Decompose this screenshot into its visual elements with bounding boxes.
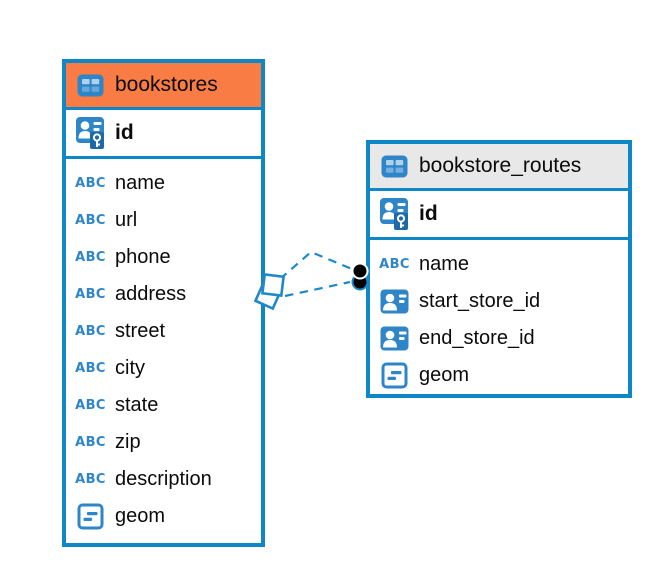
table-bookstore-routes[interactable]: bookstore_routes id ABC	[366, 140, 632, 398]
geometry-type-icon	[75, 503, 106, 530]
reference-type-icon	[379, 289, 410, 314]
table-name: bookstore_routes	[419, 154, 582, 177]
table-name: bookstores	[115, 73, 218, 96]
column-row[interactable]: start_store_id	[370, 283, 628, 320]
pk-row-id[interactable]: id	[66, 110, 261, 159]
column-row[interactable]: geom	[66, 498, 261, 535]
text-type-icon: ABC	[75, 213, 106, 228]
column-row[interactable]: ABC name	[370, 246, 628, 283]
column-name: description	[115, 468, 212, 490]
pk-row-id[interactable]: id	[370, 191, 628, 240]
text-type-icon: ABC	[75, 176, 106, 191]
column-name: city	[115, 357, 145, 379]
table-icon	[379, 155, 410, 178]
column-name: geom	[419, 364, 470, 386]
text-type-icon: ABC	[379, 257, 410, 272]
relationship-dot-marker	[351, 262, 369, 280]
pk-name: id	[115, 121, 134, 144]
text-type-icon: ABC	[75, 287, 106, 302]
column-name: end_store_id	[419, 327, 535, 349]
column-name: name	[115, 172, 166, 194]
column-name: geom	[115, 505, 166, 527]
relationship-line[interactable]	[279, 250, 353, 280]
primary-key-icon	[379, 197, 410, 231]
column-name: street	[115, 320, 166, 342]
column-name: start_store_id	[419, 290, 541, 312]
geometry-type-icon	[379, 362, 410, 389]
column-row[interactable]: ABC state	[66, 387, 261, 424]
pk-name: id	[419, 202, 438, 225]
table-bookstores-header[interactable]: bookstores	[66, 63, 261, 110]
table-bookstores[interactable]: bookstores id ABC	[62, 59, 265, 547]
text-type-icon: ABC	[75, 435, 106, 450]
column-row[interactable]: geom	[370, 357, 628, 394]
text-type-icon: ABC	[75, 398, 106, 413]
reference-type-icon	[379, 326, 410, 351]
text-type-icon: ABC	[75, 250, 106, 265]
relationship-diamond-marker	[260, 272, 286, 298]
column-list: ABC name ABC url ABC phone ABC address A…	[66, 159, 261, 541]
column-name: phone	[115, 246, 171, 268]
column-name: state	[115, 394, 159, 416]
table-bookstore-routes-header[interactable]: bookstore_routes	[370, 144, 628, 191]
column-row[interactable]: ABC city	[66, 350, 261, 387]
column-list: ABC name start_store_id	[370, 240, 628, 400]
relationship-line[interactable]	[284, 280, 351, 298]
column-row[interactable]: ABC name	[66, 165, 261, 202]
text-type-icon: ABC	[75, 472, 106, 487]
text-type-icon: ABC	[75, 324, 106, 339]
column-row[interactable]: ABC url	[66, 202, 261, 239]
column-row[interactable]: ABC phone	[66, 239, 261, 276]
primary-key-icon	[75, 116, 106, 150]
column-row[interactable]: ABC description	[66, 461, 261, 498]
column-name: zip	[115, 431, 141, 453]
column-row[interactable]: ABC address	[66, 276, 261, 313]
column-row[interactable]: ABC zip	[66, 424, 261, 461]
column-row[interactable]: end_store_id	[370, 320, 628, 357]
table-icon	[75, 74, 106, 97]
column-name: name	[419, 253, 470, 275]
column-name: url	[115, 209, 138, 231]
column-row[interactable]: ABC street	[66, 313, 261, 350]
text-type-icon: ABC	[75, 361, 106, 376]
column-name: address	[115, 283, 187, 305]
